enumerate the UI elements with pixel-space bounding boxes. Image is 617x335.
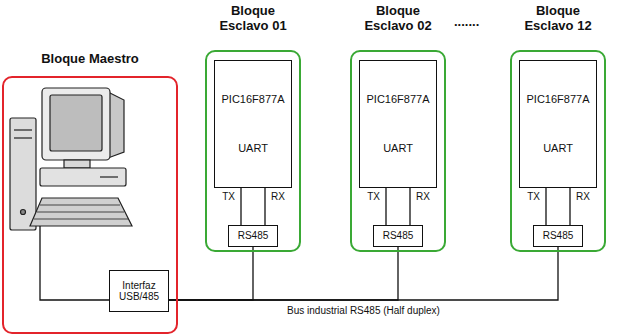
signal-label: TX xyxy=(365,191,382,203)
slave-block: Bloque Esclavo 01 PIC16F877A UART RS485 xyxy=(205,4,301,252)
signal-label: Bus industrial RS485 (Half duplex) xyxy=(285,305,442,317)
key-row xyxy=(37,212,124,213)
bus-wire xyxy=(545,188,546,225)
signal-label: TX xyxy=(525,191,542,203)
interface-box: Interfaz USB/485 xyxy=(109,270,169,312)
bus-wire xyxy=(264,188,265,225)
box-label: PIC16F877A xyxy=(527,93,590,106)
computer-illustration xyxy=(10,88,132,230)
microcontroller-box: PIC16F877A UART xyxy=(359,60,437,188)
block-heading: Bloque Esclavo 12 xyxy=(510,4,606,34)
block-heading: Bloque Esclavo 02 xyxy=(350,4,446,34)
slave-block: Bloque Esclavo 02 PIC16F877A UART RS485 xyxy=(350,4,446,252)
pc-tower xyxy=(10,118,36,230)
block-heading: Bloque Maestro xyxy=(2,52,178,67)
signal-label: RX xyxy=(414,191,432,203)
box-label: RS485 xyxy=(383,230,414,242)
master-block: Bloque MaestroInterfaz USB/485 xyxy=(2,52,178,334)
microcontroller-box: PIC16F877A UART xyxy=(214,60,292,188)
box-label: RS485 xyxy=(543,230,574,242)
power-button xyxy=(21,210,26,215)
desktop-case xyxy=(40,168,126,186)
signal-label: TX xyxy=(220,191,237,203)
bus-wire xyxy=(385,188,386,225)
transceiver-box: RS485 xyxy=(373,225,423,247)
bus-wire xyxy=(169,247,253,300)
microcontroller-box: PIC16F877A UART xyxy=(519,60,597,188)
key-row xyxy=(34,219,128,220)
monitor-screen xyxy=(50,95,102,151)
box-label: PIC16F877A xyxy=(222,93,285,106)
keyboard xyxy=(30,198,132,226)
box-label: RS485 xyxy=(238,230,269,242)
bus-wire xyxy=(409,188,410,225)
key-row xyxy=(40,205,120,206)
box-label: PIC16F877A xyxy=(367,93,430,106)
box-label: UART xyxy=(543,142,573,155)
box-label: Interfaz USB/485 xyxy=(113,280,165,303)
monitor xyxy=(42,88,110,160)
slave-block: Bloque Esclavo 12 PIC16F877A UART RS485 xyxy=(510,4,606,252)
drive-slot xyxy=(14,137,32,138)
monitor-stand xyxy=(64,160,90,168)
transceiver-box: RS485 xyxy=(533,225,583,247)
box-label: UART xyxy=(383,142,413,155)
block-heading: Bloque Esclavo 01 xyxy=(205,4,301,34)
drive-slot xyxy=(14,129,32,130)
signal-label: RX xyxy=(269,191,287,203)
signal-label: RX xyxy=(574,191,592,203)
box-label: UART xyxy=(238,142,268,155)
transceiver-box: RS485 xyxy=(228,225,278,247)
bus-wire xyxy=(569,188,570,225)
ellipsis-label: ....... xyxy=(454,14,479,29)
bus-wire xyxy=(169,247,558,300)
bus-wire xyxy=(240,188,241,225)
drive-slot xyxy=(100,176,118,177)
bus-wire xyxy=(169,247,398,300)
pc-cable xyxy=(40,226,110,300)
